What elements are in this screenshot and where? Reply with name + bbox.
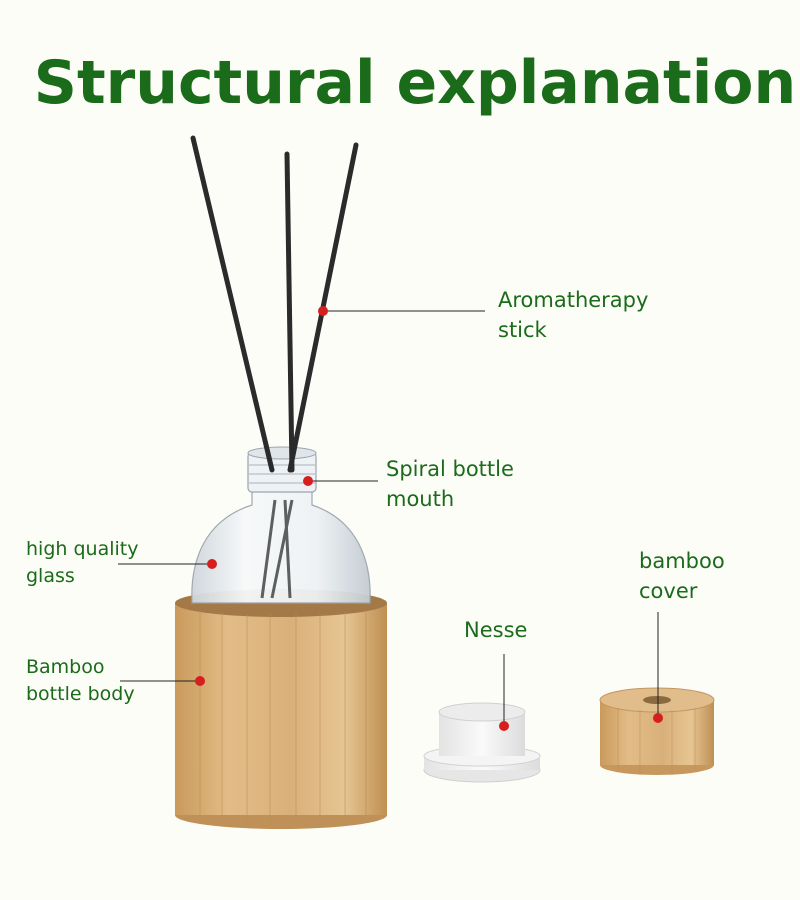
label-line: glass <box>26 565 75 587</box>
marker-nesse <box>499 721 509 731</box>
label-nesse: Nesse <box>464 615 527 645</box>
label-line: stick <box>498 318 547 342</box>
marker-glass <box>207 559 217 569</box>
label-spiral-bottle-mouth: Spiral bottle mouth <box>386 454 514 514</box>
label-line: Spiral bottle <box>386 457 514 481</box>
bamboo-bottle-body <box>175 589 387 829</box>
marker-dots <box>195 306 663 731</box>
nesse-plug <box>423 702 541 783</box>
label-aromatherapy-stick: Aromatherapy stick <box>498 285 648 345</box>
page-title: Structural explanation <box>33 48 797 118</box>
label-line: cover <box>639 579 698 603</box>
glass-bottle <box>191 446 371 604</box>
label-line: high quality <box>26 538 139 560</box>
label-bamboo-cover: bamboo cover <box>639 546 725 606</box>
marker-aromatherapy <box>318 306 328 316</box>
label-line: bottle body <box>26 683 135 705</box>
marker-spiral-mouth <box>303 476 313 486</box>
label-line: mouth <box>386 487 455 511</box>
marker-bamboo-body <box>195 676 205 686</box>
label-line: Aromatherapy <box>498 288 649 312</box>
aromatherapy-sticks <box>190 135 359 473</box>
label-line: Bamboo <box>26 656 105 678</box>
label-line: bamboo <box>639 549 725 573</box>
label-bamboo-bottle-body: Bamboo bottle body <box>26 654 135 708</box>
marker-bamboo-cover <box>653 713 663 723</box>
label-high-quality-glass: high quality glass <box>26 536 138 590</box>
leader-lines <box>118 310 659 726</box>
bamboo-cover <box>599 687 715 775</box>
label-line: Nesse <box>464 618 528 642</box>
